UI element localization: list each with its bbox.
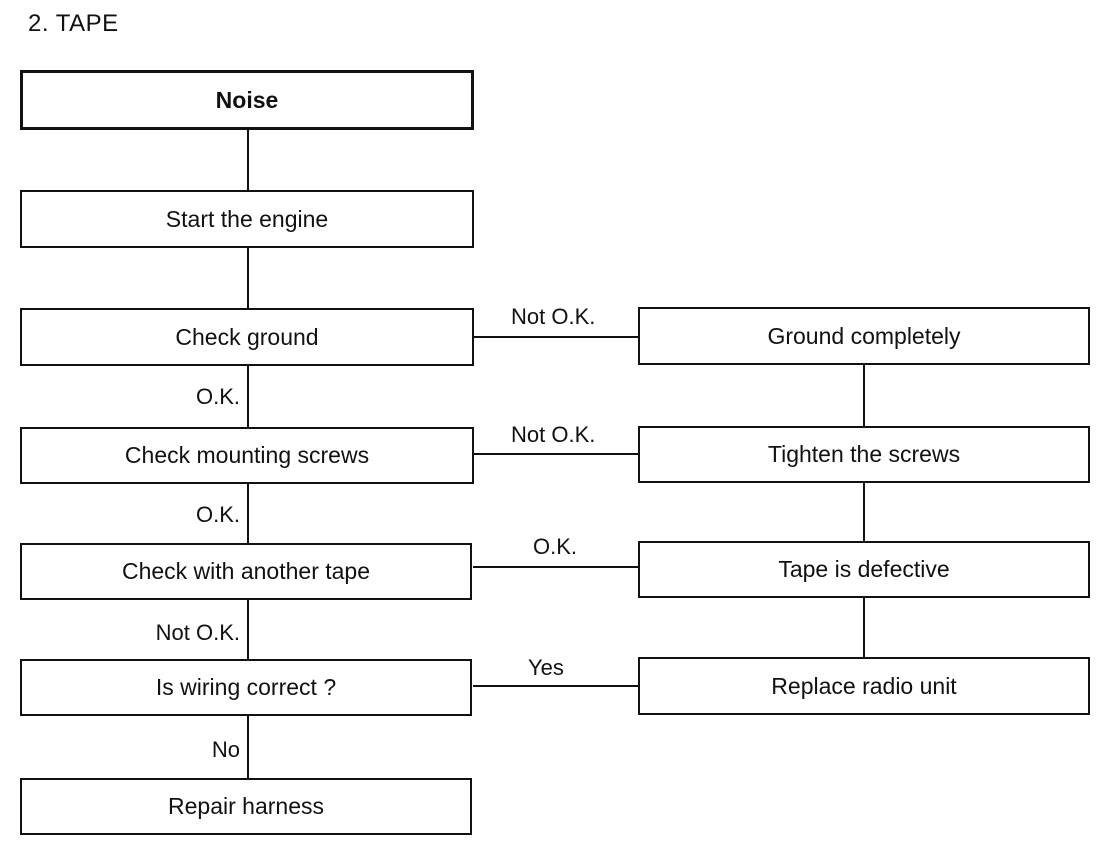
repair-box: Repair harness xyxy=(20,778,472,835)
tape-ok-label: O.K. xyxy=(533,534,578,559)
noise-label: Noise xyxy=(215,86,279,113)
check-tape-box: Check with another tape xyxy=(20,543,472,600)
check-screws-label: Check mounting screws xyxy=(124,442,370,468)
wiring-label: Is wiring correct ? xyxy=(155,674,337,700)
tighten-box: Tighten the screws xyxy=(638,426,1090,483)
start-engine-box: Start the engine xyxy=(20,190,474,248)
ground-completely-box: Ground completely xyxy=(638,307,1090,365)
check-tape-label: Check with another tape xyxy=(121,558,371,584)
tighten-label: Tighten the screws xyxy=(767,441,961,467)
tape-notok-label: Not O.K. xyxy=(155,620,240,645)
repair-label: Repair harness xyxy=(168,793,324,819)
ground-notok-label: Not O.K. xyxy=(511,304,596,329)
noise-box: Noise xyxy=(20,70,474,130)
page-title: 2. TAPE xyxy=(28,10,119,37)
screws-notok-label: Not O.K. xyxy=(511,422,596,447)
ground-ok-label: O.K. xyxy=(195,384,240,409)
wiring-no-label: No xyxy=(211,737,240,762)
replace-box: Replace radio unit xyxy=(638,657,1090,715)
replace-label: Replace radio unit xyxy=(771,672,957,699)
screws-ok-label: O.K. xyxy=(195,502,240,527)
check-ground-box: Check ground xyxy=(20,308,474,366)
check-screws-box: Check mounting screws xyxy=(20,427,474,484)
wiring-box: Is wiring correct ? xyxy=(20,659,472,716)
check-ground-label: Check ground xyxy=(175,323,319,350)
wiring-yes-label: Yes xyxy=(528,655,564,680)
tape-defective-box: Tape is defective xyxy=(638,541,1090,598)
tape-defective-label: Tape is defective xyxy=(778,556,950,582)
start-engine-label: Start the engine xyxy=(165,205,329,232)
ground-completely-label: Ground completely xyxy=(767,322,961,349)
